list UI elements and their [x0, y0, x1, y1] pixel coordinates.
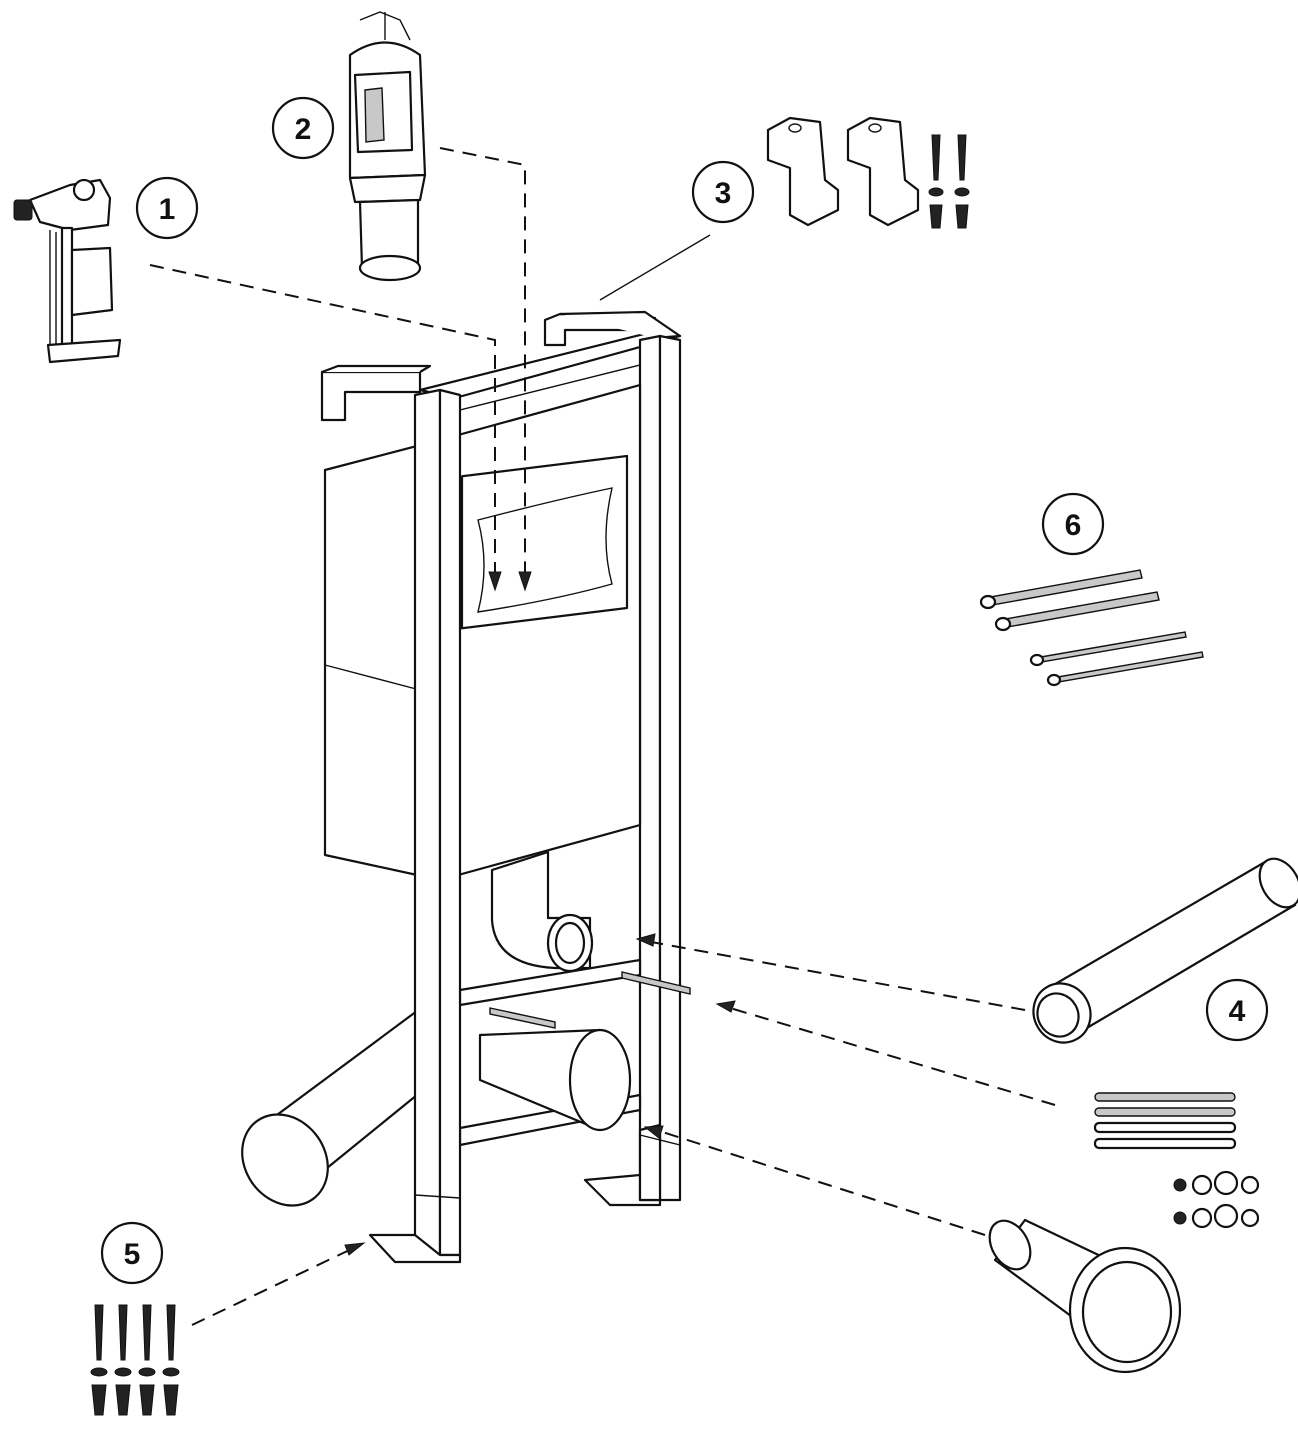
callout-1: 1 [135, 176, 199, 240]
callout-label: 5 [124, 1238, 141, 1271]
callout-label: 4 [1229, 995, 1246, 1028]
connection-pipe-set-icon [988, 857, 1298, 1374]
callout-label: 1 [159, 193, 176, 226]
threaded-rods-icon [979, 569, 1204, 687]
leader-lines [149, 147, 1056, 1326]
callout-5: 5 [100, 1221, 164, 1285]
fill-valve-icon [13, 178, 122, 364]
callout-3: 3 [691, 160, 755, 224]
installation-frame [241, 310, 691, 1264]
callout-6: 6 [1041, 492, 1105, 556]
callout-label: 6 [1065, 509, 1082, 542]
callout-4: 4 [1205, 978, 1269, 1042]
floor-fixing-set-icon [90, 1304, 180, 1416]
callout-label: 2 [295, 113, 312, 146]
callout-label: 3 [715, 177, 732, 210]
callout-2: 2 [271, 96, 335, 160]
flush-valve-icon [348, 11, 427, 282]
wall-bracket-set-icon [766, 116, 970, 229]
